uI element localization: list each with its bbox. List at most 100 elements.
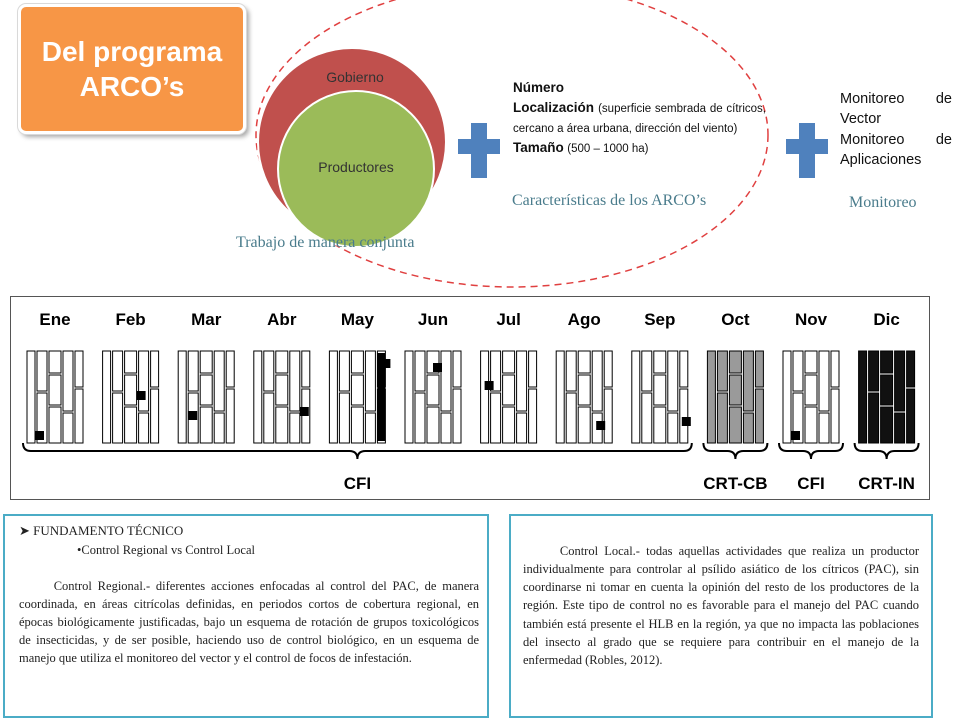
month-block-jul-cell-1 [490,350,502,392]
month-block-feb-cell-5 [124,406,138,444]
month-block-jul-cell-5 [502,406,516,444]
program-title-box: Del programa ARCO’s [18,4,246,134]
month-block-jun-cell-5 [426,406,440,444]
month-block-sep-marker [681,417,691,426]
month-block-nov-cell-0 [782,350,792,444]
feature-tamano-detail: (500 – 1000 ha) [567,142,649,155]
month-block-nov-cell-2 [792,392,804,444]
month-block-nov-cell-7 [818,412,830,444]
monitoring-applications: Monitoreo de Aplicaciones [840,131,952,168]
month-block-ene-cell-1 [36,350,48,392]
month-block-abr-cell-7 [289,412,301,444]
month-block-abr-marker [299,407,309,416]
month-block-dic-cell-3 [880,350,894,374]
feature-localizacion-detail: (superficie sembrada de cítricos, cercan… [513,103,766,135]
group-label-crt-in: CRT-IN [858,474,915,493]
month-block-ago-cell-9 [603,388,613,444]
month-label-jul: Jul [496,310,521,329]
month-block-oct-cell-3 [728,350,742,374]
month-block-nov-cell-9 [830,388,840,444]
month-block-oct-cell-4 [728,374,742,406]
month-block-jul-cell-8 [528,350,538,388]
month-block-jul-cell-0 [480,350,490,444]
month-block-oct-cell-0 [706,350,716,444]
month-block-feb-cell-8 [150,350,160,388]
plus-icon-2 [786,123,828,178]
month-block-jul-cell-7 [516,412,528,444]
month-block-dic-cell-2 [868,392,880,444]
month-block-feb-cell-1 [112,350,124,392]
month-label-feb: Feb [115,310,145,329]
month-label-oct: Oct [721,310,750,329]
month-block-jul-cell-6 [516,350,528,412]
month-block-dic-cell-8 [906,350,916,388]
top-diagram: Gobierno Productores [255,0,828,288]
month-block-jul-marker [484,381,494,390]
month-label-sep: Sep [644,310,675,329]
regional-control-text: .- diferentes acciones enfocadas al cont… [19,578,479,666]
month-block-dic-cell-7 [894,412,906,444]
month-block-may-cell-3 [350,350,364,374]
month-label-ago: Ago [568,310,601,329]
month-block-nov-cell-1 [792,350,804,392]
month-label-dic: Dic [873,310,899,329]
month-block-ago-cell-5 [577,406,591,444]
month-block-jul-cell-4 [502,374,516,406]
month-block-sep-cell-9 [679,388,689,444]
month-block-nov-cell-6 [818,350,830,412]
month-block-ene-cell-8 [74,350,84,388]
month-block-sep-cell-2 [641,392,653,444]
month-block-nov-cell-8 [830,350,840,388]
month-block-ene-cell-0 [26,350,36,444]
month-block-ene-cell-2 [36,392,48,444]
month-block-may-cell-1 [338,350,350,392]
month-block-may-marker [381,359,391,368]
month-block-may-cell-0 [328,350,338,444]
month-block-may-cell-7 [364,412,376,444]
month-block-ago-cell-8 [603,350,613,388]
month-block-mar-cell-4 [199,374,213,406]
dashed-ellipse [255,0,769,288]
month-block-dic-cell-5 [880,406,894,444]
month-block-jul-cell-3 [502,350,516,374]
month-block-ene-cell-3 [48,350,62,374]
month-block-ene-cell-9 [74,388,84,444]
month-block-ago-cell-3 [577,350,591,374]
local-control-term: Control Local [559,544,633,558]
month-block-dic-cell-1 [868,350,880,392]
month-block-feb-cell-4 [124,374,138,406]
local-control-text: .- todas aquellas actividades que realiz… [523,544,919,667]
month-block-oct-cell-8 [754,350,764,388]
month-block-sep-cell-5 [653,406,667,444]
month-block-abr-cell-3 [275,350,289,374]
month-block-feb-marker [136,391,146,400]
month-block-abr-cell-6 [289,350,301,412]
month-block-mar-marker [188,411,198,420]
month-block-sep-cell-6 [667,350,679,412]
feature-tamano: Tamaño [513,139,564,155]
monitoring-caption: Monitoreo [849,194,917,211]
month-block-mar-cell-8 [225,350,235,388]
month-block-mar-cell-6 [213,350,225,412]
month-block-nov-cell-5 [804,406,818,444]
month-block-jun-cell-1 [414,350,426,392]
month-block-feb-cell-3 [124,350,138,374]
month-block-ene-cell-6 [62,350,74,412]
month-block-oct-cell-7 [742,412,754,444]
month-block-sep-cell-3 [653,350,667,374]
month-block-feb-cell-2 [112,392,124,444]
month-label-ene: Ene [39,310,70,329]
month-block-mar-cell-1 [187,350,199,392]
month-block-oct-cell-9 [754,388,764,444]
month-block-may-cell-5 [350,406,364,444]
month-block-jun-cell-0 [404,350,414,444]
month-label-mar: Mar [191,310,222,329]
month-block-jul-cell-2 [490,392,502,444]
month-block-jun-cell-7 [440,412,452,444]
month-block-ago-cell-2 [565,392,577,444]
month-block-may-bar [377,353,386,441]
features-caption: Características de los ARCO’s [512,192,707,209]
month-block-jun-cell-6 [440,350,452,412]
foundation-bullet: •Control Regional vs Control Local [77,542,255,557]
